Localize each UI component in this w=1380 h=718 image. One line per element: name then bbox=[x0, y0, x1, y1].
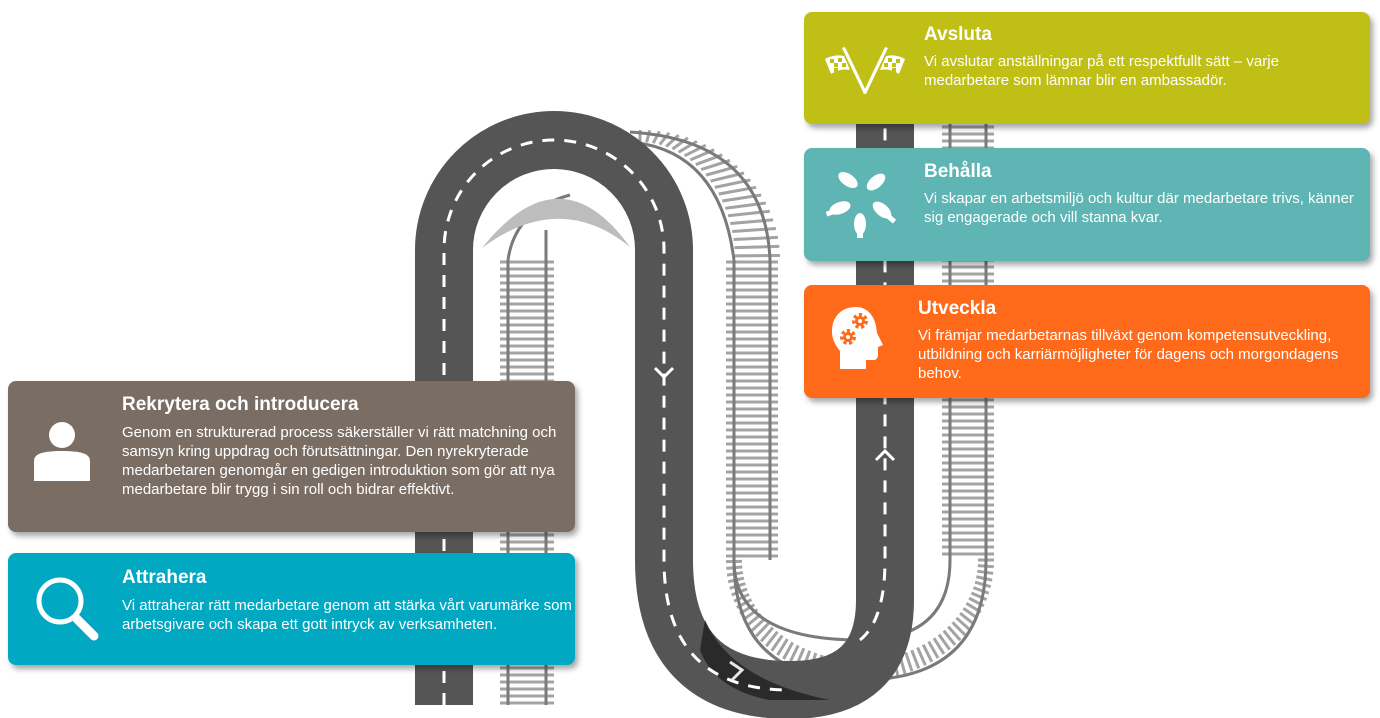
road-arrow-up bbox=[874, 448, 896, 462]
stage-title: Rekrytera och introducera bbox=[122, 394, 359, 415]
road-arrow-bottom bbox=[729, 660, 745, 682]
stage-description: Vi attraherar rätt medarbetare genom att… bbox=[122, 597, 572, 633]
stage-card-utveckla: Utveckla Vi främjar medarbetarnas tillvä… bbox=[804, 285, 1370, 398]
hands-circle-icon bbox=[826, 166, 896, 238]
rail-sleeper bbox=[733, 592, 750, 603]
rail-sleeper bbox=[910, 649, 921, 669]
stage-title: Behålla bbox=[924, 161, 992, 182]
stage-description: Genom en strukturerad process säkerställ… bbox=[122, 424, 557, 498]
rail-sleeper bbox=[959, 611, 975, 626]
rail-sleeper bbox=[770, 634, 784, 652]
rail-sleeper bbox=[932, 637, 946, 655]
stage-description: Vi främjar medarbetarnas tillväxt genom … bbox=[918, 327, 1339, 382]
rail-sleeper bbox=[970, 591, 988, 602]
rail-sleeper bbox=[782, 641, 794, 660]
rail-sleeper bbox=[732, 227, 776, 233]
stage-title: Attrahera bbox=[122, 567, 207, 588]
stage-card-rekrytera: Rekrytera och introducera Genom en struk… bbox=[8, 381, 575, 532]
rail-sleeper bbox=[955, 616, 971, 631]
rail-sleeper bbox=[658, 131, 671, 146]
winding-road bbox=[415, 111, 914, 718]
rail-sleeper bbox=[730, 218, 774, 226]
arch-shadow bbox=[482, 198, 630, 248]
rail-sleeper bbox=[974, 580, 992, 589]
stage-card-attrahera: Attrahera Vi attraherar rätt medarbetare… bbox=[8, 553, 575, 665]
rail-sleeper bbox=[921, 644, 934, 663]
rail-sleeper bbox=[759, 626, 774, 643]
stage-title: Utveckla bbox=[918, 298, 997, 319]
rail-sleeper bbox=[904, 651, 914, 672]
stage-card-behalla: Behålla Vi skapar en arbetsmiljö och kul… bbox=[804, 148, 1370, 261]
stage-description: Vi skapar en arbetsmiljö och kultur där … bbox=[924, 190, 1354, 226]
road-arrow-down bbox=[653, 366, 675, 380]
stage-title: Avsluta bbox=[924, 24, 992, 45]
rail-sleeper bbox=[937, 633, 951, 651]
rail-sleeper bbox=[671, 136, 689, 151]
checkered-flags-icon bbox=[822, 34, 908, 104]
person-icon bbox=[34, 421, 90, 481]
rail-sleeper bbox=[951, 621, 967, 636]
rail-sleeper bbox=[916, 646, 927, 666]
rail-sleeper bbox=[776, 638, 789, 656]
rail-sleeper bbox=[733, 235, 778, 242]
rail-sleeper bbox=[734, 244, 780, 250]
rail-sleeper bbox=[972, 586, 990, 595]
stage-card-avsluta: Avsluta Vi avslutar anställningar på ett… bbox=[804, 12, 1370, 124]
rail-sleeper bbox=[942, 629, 957, 646]
stage-description: Vi avslutar anställningar på ett respekt… bbox=[924, 53, 1279, 89]
rail-sleeper bbox=[788, 644, 800, 664]
road-center-line bbox=[442, 138, 791, 705]
rail-sleeper bbox=[651, 130, 661, 144]
rail-sleeper bbox=[765, 630, 779, 648]
rail-sleeper bbox=[750, 617, 766, 632]
head-gears-icon bbox=[830, 305, 886, 371]
rail-sleeper bbox=[927, 640, 940, 659]
rail-sleeper bbox=[947, 625, 962, 642]
magnifier-icon bbox=[32, 573, 102, 643]
rail-sleeper bbox=[665, 133, 680, 148]
rail-sleeper bbox=[755, 622, 770, 638]
